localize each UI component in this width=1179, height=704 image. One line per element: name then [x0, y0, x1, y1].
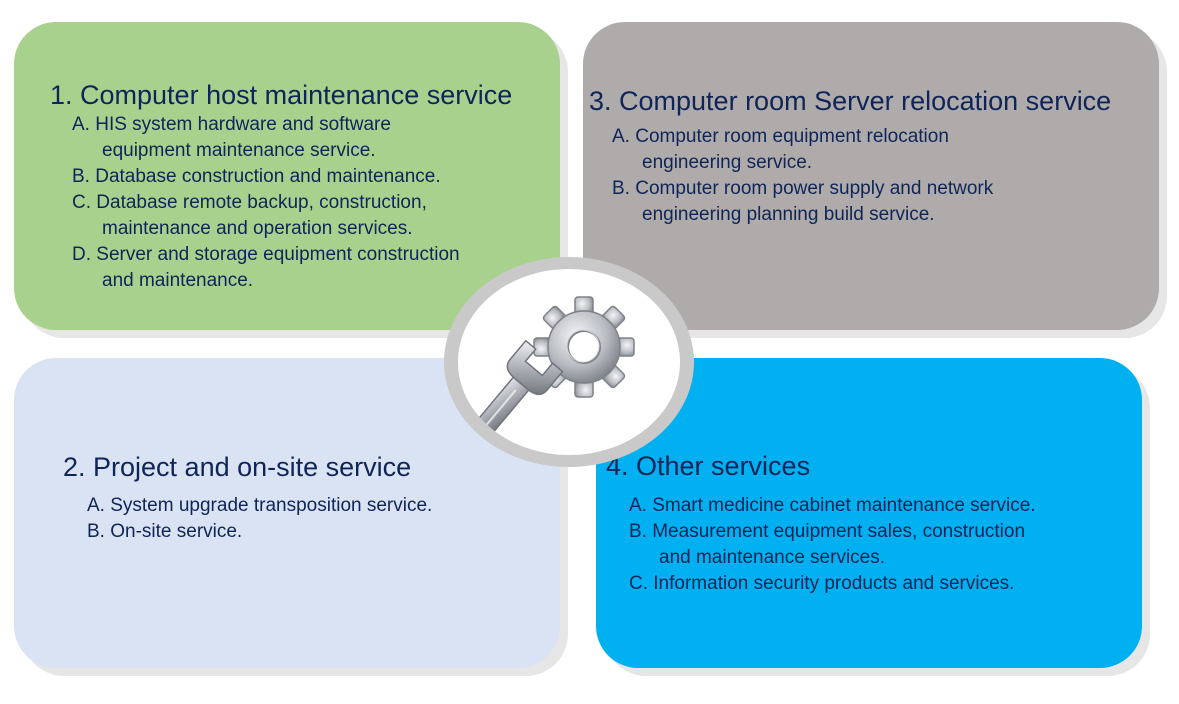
center-emblem-inner: [458, 269, 680, 455]
list-item: B. Measurement equipment sales, construc…: [629, 519, 1036, 571]
tools-icon: [474, 296, 635, 437]
list-item: B. Database construction and maintenance…: [72, 164, 460, 190]
gear-icon: [533, 296, 635, 398]
quadrant-3-title: 3. Computer room Server relocation servi…: [589, 86, 1112, 116]
item-line: B. On-site service.: [87, 521, 243, 542]
center-emblem: [444, 257, 694, 467]
list-item: B. Computer room power supply and networ…: [612, 176, 993, 228]
quadrant-1-list: A. HIS system hardware and software equi…: [72, 112, 460, 294]
item-line: equipment maintenance service.: [102, 140, 376, 161]
item-line: A. System upgrade transposition service.: [87, 495, 433, 516]
quadrant-4-title: 4. Other services: [606, 451, 811, 481]
item-line: A. Smart medicine cabinet maintenance se…: [629, 495, 1036, 516]
item-line: C. Information security products and ser…: [629, 573, 1015, 594]
item-line: B. Measurement equipment sales, construc…: [629, 521, 1026, 542]
item-line: and maintenance services.: [659, 547, 886, 568]
item-line: C. Database remote backup, construction,: [72, 192, 427, 213]
quadrant-2-title: 2. Project and on-site service: [63, 452, 412, 482]
list-item: C. Database remote backup, construction,…: [72, 190, 460, 242]
item-line: engineering planning build service.: [642, 204, 935, 225]
quadrant-1-title: 1. Computer host maintenance service: [50, 80, 513, 110]
list-item: B. On-site service.: [87, 519, 432, 545]
list-item: A. System upgrade transposition service.: [87, 493, 432, 519]
quadrant-other-services: 4. Other services A. Smart medicine cabi…: [596, 358, 1142, 668]
item-line: B. Computer room power supply and networ…: [612, 178, 994, 199]
quadrant-4-list: A. Smart medicine cabinet maintenance se…: [629, 493, 1036, 597]
list-item: C. Information security products and ser…: [629, 571, 1036, 597]
quadrant-server-relocation: 3. Computer room Server relocation servi…: [583, 22, 1159, 330]
quadrant-2-list: A. System upgrade transposition service.…: [87, 493, 432, 545]
item-line: A. HIS system hardware and software: [72, 114, 391, 135]
list-item: A. Computer room equipment relocation en…: [612, 124, 993, 176]
item-line: A. Computer room equipment relocation: [612, 126, 949, 147]
wrench-icon: [474, 339, 564, 437]
item-line: maintenance and operation services.: [102, 218, 413, 239]
item-line: B. Database construction and maintenance…: [72, 166, 441, 187]
item-line: D. Server and storage equipment construc…: [72, 244, 460, 265]
list-item: D. Server and storage equipment construc…: [72, 242, 460, 294]
quadrant-3-list: A. Computer room equipment relocation en…: [612, 124, 993, 228]
quadrant-host-maintenance: 1. Computer host maintenance service A. …: [14, 22, 560, 330]
item-line: and maintenance.: [102, 270, 254, 291]
item-line: engineering service.: [642, 152, 813, 173]
list-item: A. HIS system hardware and software equi…: [72, 112, 460, 164]
list-item: A. Smart medicine cabinet maintenance se…: [629, 493, 1036, 519]
